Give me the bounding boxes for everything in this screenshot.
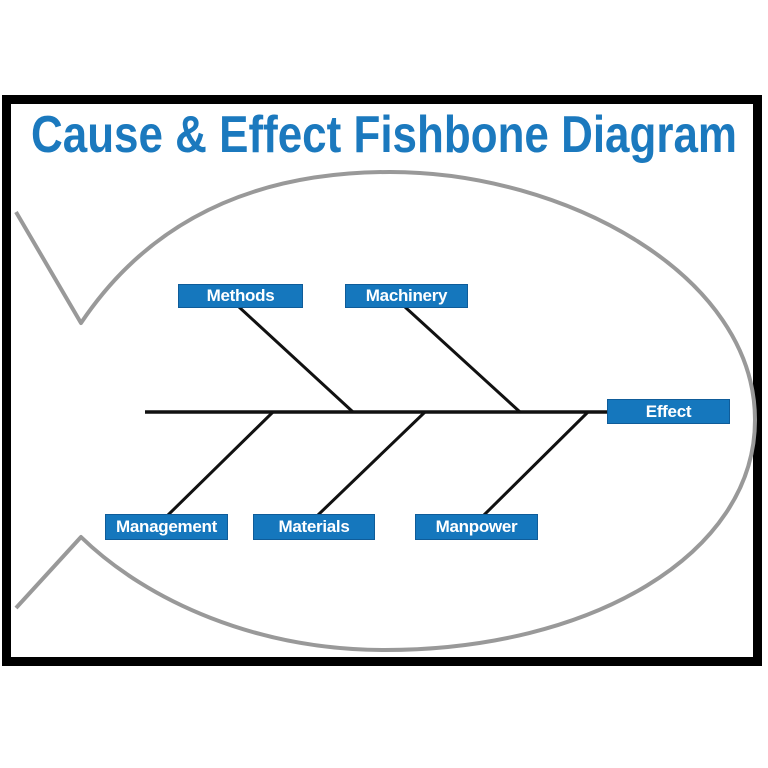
page-title: Cause & Effect Fishbone Diagram (31, 106, 737, 164)
cause-label-manpower: Manpower (435, 517, 518, 536)
cause-box-methods: Methods (178, 284, 303, 308)
bone-methods (237, 305, 355, 414)
bone-materials (316, 410, 427, 517)
cause-label-machinery: Machinery (365, 286, 448, 305)
cause-label-management: Management (116, 517, 217, 536)
cause-label-materials: Materials (278, 517, 350, 536)
bone-manpower (482, 410, 590, 517)
effect-label: Effect (645, 401, 692, 421)
cause-label-methods: Methods (206, 286, 275, 305)
cause-box-materials: Materials (253, 514, 375, 540)
cause-box-manpower: Manpower (415, 514, 538, 540)
cause-box-management: Management (105, 514, 228, 540)
bone-machinery (403, 305, 522, 414)
diagram-frame (2, 95, 762, 666)
effect-box: Effect (607, 399, 730, 424)
fish-outline (14, 170, 757, 652)
bone-management (166, 410, 275, 517)
cause-box-machinery: Machinery (345, 284, 468, 308)
